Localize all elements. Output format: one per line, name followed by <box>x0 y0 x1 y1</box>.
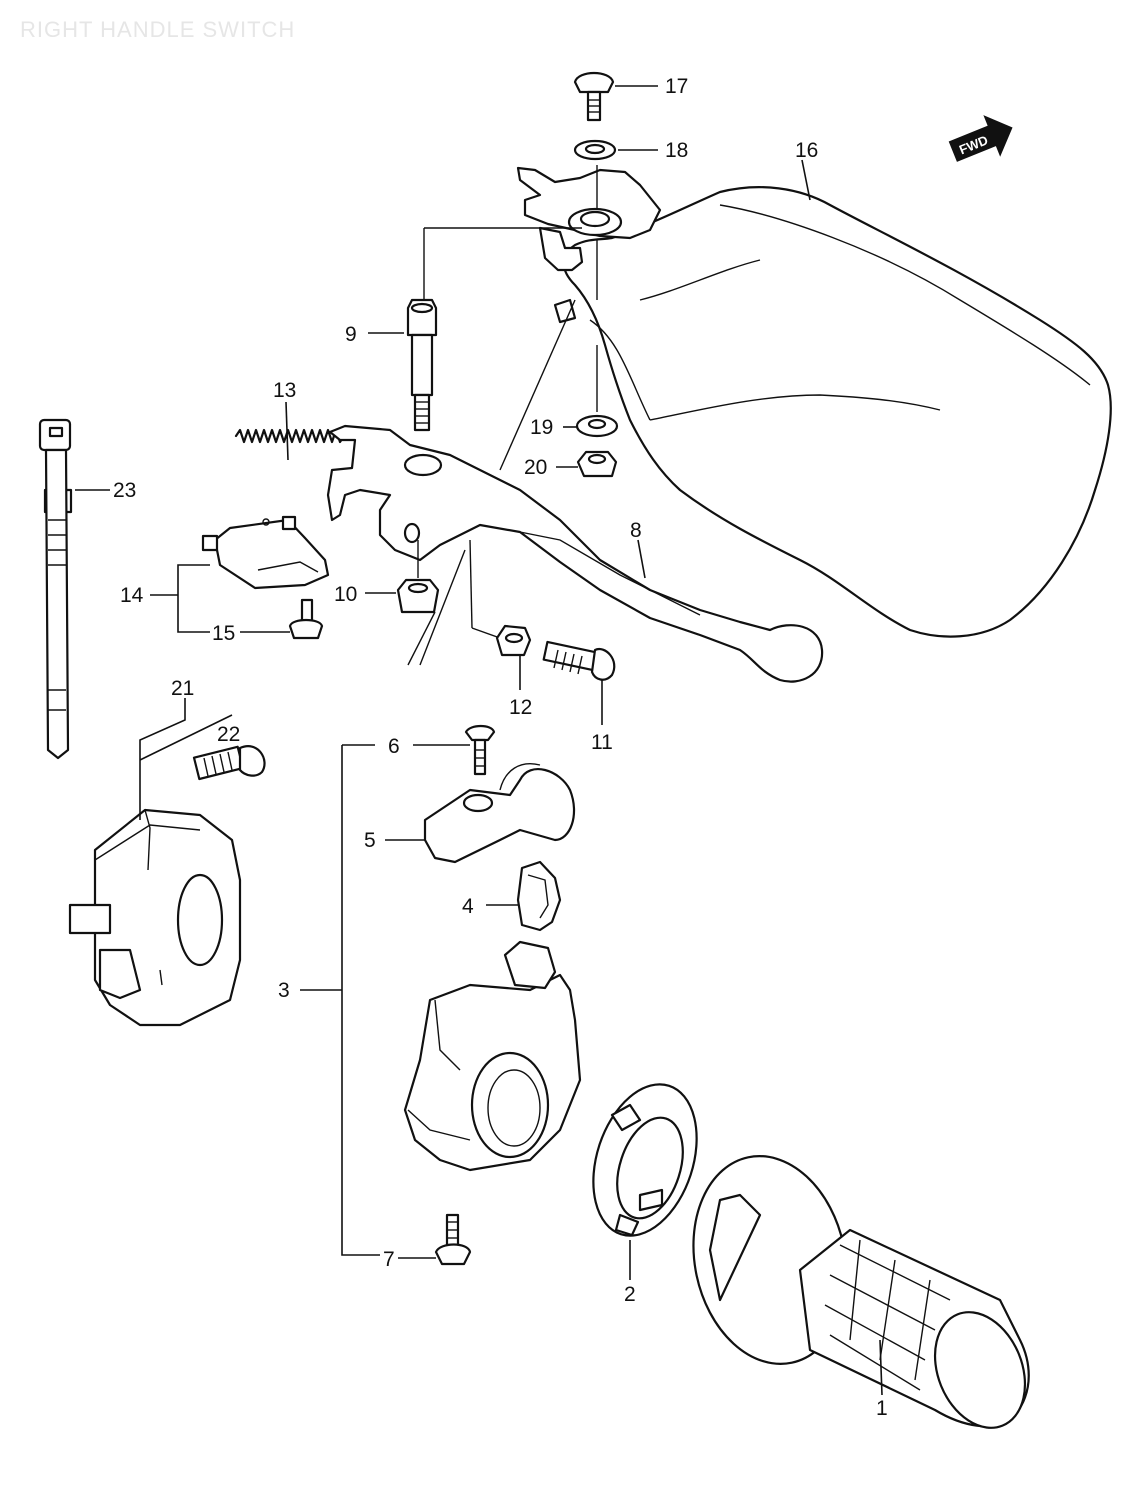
callout-8: 8 <box>630 519 642 542</box>
spring-13 <box>234 428 346 444</box>
bolt-11 <box>542 640 616 681</box>
callout-21: 21 <box>171 677 194 700</box>
callout-13: 13 <box>273 379 296 402</box>
hand-guard <box>562 186 1112 638</box>
diagram-title: RIGHT HANDLE SWITCH <box>20 17 295 42</box>
forward-arrow-icon: FWD <box>948 115 1013 162</box>
callout-9: 9 <box>345 323 357 346</box>
callout-17: 17 <box>665 75 688 98</box>
callout-22: 22 <box>217 723 240 746</box>
callout-5: 5 <box>364 829 376 852</box>
screw-17 <box>573 71 615 122</box>
callout-11: 11 <box>591 731 613 754</box>
callout-20: 20 <box>524 456 547 479</box>
washer-19 <box>575 414 619 438</box>
pivot-bolt-9 <box>406 298 438 432</box>
callout-18: 18 <box>665 139 688 162</box>
cable-tie-23 <box>38 418 73 760</box>
clip-4 <box>516 860 562 932</box>
nut-20 <box>576 450 618 478</box>
nut-10 <box>396 578 440 614</box>
callout-15: 15 <box>212 622 235 645</box>
callout-1: 1 <box>876 1397 888 1420</box>
screw-22 <box>192 745 266 781</box>
callout-2: 2 <box>624 1283 636 1306</box>
grip-1 <box>692 1155 1030 1429</box>
throttle-housing-3 <box>403 940 582 1172</box>
callout-19: 19 <box>530 416 553 439</box>
nut-12 <box>495 624 532 657</box>
screw-6 <box>464 724 496 776</box>
screw-7 <box>434 1213 472 1266</box>
callout-23: 23 <box>113 479 136 502</box>
callout-16: 16 <box>795 139 818 162</box>
callout-7: 7 <box>383 1248 395 1271</box>
screw-15 <box>288 598 324 640</box>
washer-18 <box>573 139 617 161</box>
callout-labels: 17 18 16 9 13 19 20 23 8 10 14 15 21 12 … <box>113 75 888 1420</box>
callout-4: 4 <box>462 895 474 918</box>
callout-10: 10 <box>334 583 357 606</box>
brake-switch-14 <box>201 515 330 590</box>
leader-lines <box>75 85 883 1396</box>
switch-housing-21 <box>68 808 242 1027</box>
throttle-pulley-2 <box>592 1083 698 1237</box>
callout-6: 6 <box>388 735 400 758</box>
callout-3: 3 <box>278 979 290 1002</box>
brake-lever-8 <box>326 424 824 683</box>
callout-12: 12 <box>509 696 532 719</box>
cable-guide-5 <box>423 763 575 864</box>
hand-guard-mount <box>516 166 662 324</box>
callout-14: 14 <box>120 584 144 607</box>
